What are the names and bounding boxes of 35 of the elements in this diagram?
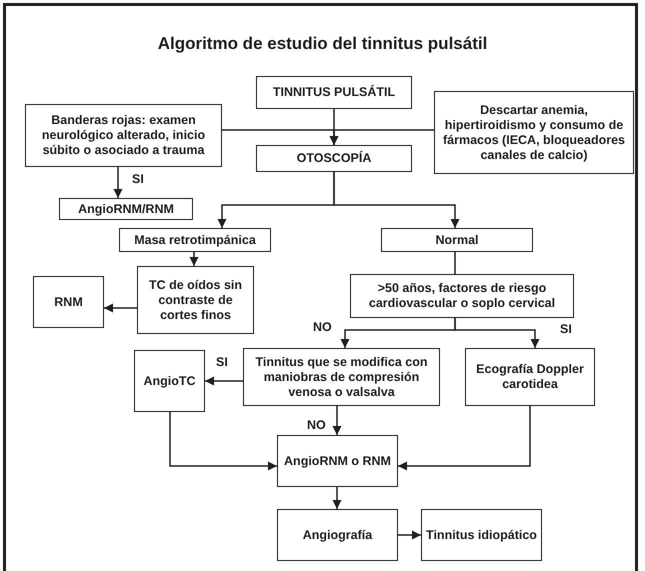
process-box: AngioRNM/RNM (59, 198, 193, 220)
process-box: >50 años, factores de riesgo cardiovascular o soplo cervical (350, 274, 574, 318)
arrow (398, 530, 421, 540)
process-box: Banderas rojas: examen neurológico alterado, inicio súbito o asociado a trauma (25, 104, 222, 167)
arrow (332, 487, 342, 509)
process-box: Normal (381, 228, 533, 252)
process-box: TINNITUS PULSÁTIL (256, 76, 412, 109)
arrow (190, 252, 198, 266)
edge-label: NO (307, 418, 326, 432)
arrow (398, 406, 531, 470)
arrow (332, 406, 342, 435)
process-box: Angiografía (277, 509, 398, 561)
arrow (330, 129, 434, 145)
arrow (169, 412, 277, 470)
arrow (333, 172, 460, 228)
arrow (104, 304, 137, 312)
process-box: Tinnitus que se modifica con maniobras de compresión venosa o valsalva (243, 348, 440, 406)
arrow (454, 318, 540, 348)
edge-label: SI (132, 172, 144, 186)
connector-line (454, 252, 456, 274)
process-box: TC de oídos sin contraste de cortes finos (137, 266, 254, 334)
arrow (205, 376, 243, 386)
process-box: AngioTC (134, 350, 205, 412)
edge-label: SI (560, 322, 572, 336)
process-box: OTOSCOPÍA (256, 145, 412, 172)
process-box: Ecografía Doppler carotidea (465, 348, 595, 406)
diagram-title: Algoritmo de estudio del tinnitus pulsátil (156, 34, 488, 54)
process-box: Descartar anemia, hipertiroidismo y consumo de fármacos (IECA, bloqueadores canales de calcio) (434, 91, 634, 174)
edge-label: NO (313, 320, 332, 334)
process-box: Masa retrotimpánica (119, 228, 271, 252)
process-box: RNM (33, 276, 104, 328)
process-box: AngioRNM o RNM (277, 435, 398, 487)
arrow (114, 167, 122, 198)
process-box: Tinnitus idiopático (421, 509, 542, 561)
edge-label: SI (216, 355, 228, 369)
